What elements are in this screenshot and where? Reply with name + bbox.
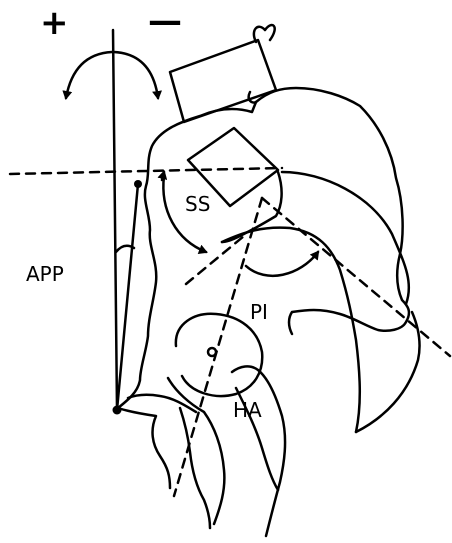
- pelvic-incidence-line-dashed: [174, 198, 262, 496]
- ha-label: HA: [233, 400, 262, 420]
- trochanter: [128, 395, 196, 412]
- horizontal-reference-dashed: [10, 168, 282, 174]
- femoral-head: [176, 314, 262, 396]
- vertical-reference-line: [113, 30, 117, 410]
- iliac-inner-curve: [282, 172, 409, 304]
- pi-angle-arc: [246, 252, 318, 276]
- rotation-arrow-right: [114, 52, 158, 98]
- acetabulum-rim: [180, 408, 210, 528]
- sacral-plate-extension-dashed: [186, 236, 244, 284]
- app-line: [117, 184, 138, 410]
- minus-sign: —: [148, 4, 182, 38]
- plus-sign: +: [40, 6, 69, 40]
- hip-axis-point: [208, 348, 216, 356]
- rotation-arrow-left: [66, 52, 112, 98]
- app-label: APP: [26, 264, 64, 284]
- asis-point: [134, 180, 142, 188]
- pi-label: PI: [250, 302, 268, 322]
- ss-label: SS: [185, 194, 210, 214]
- pubic-point: [113, 406, 122, 415]
